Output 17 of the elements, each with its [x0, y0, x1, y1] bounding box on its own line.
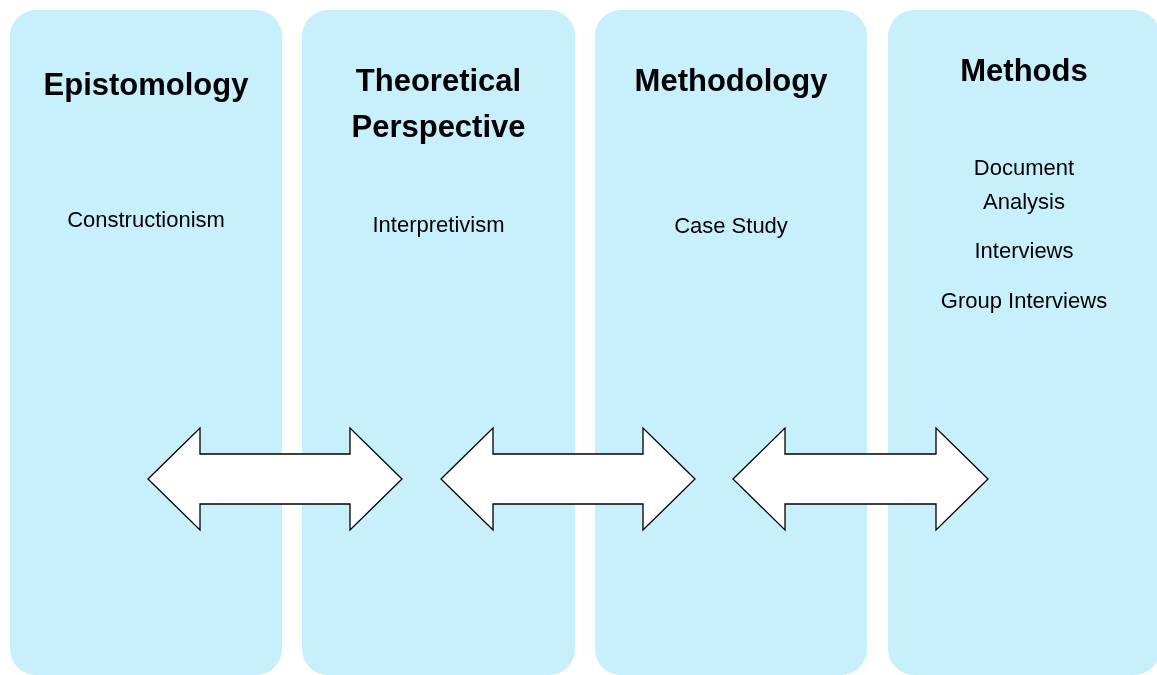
double-arrow [440, 426, 696, 532]
column-heading: Methods [959, 52, 1089, 90]
double-arrow [147, 426, 403, 532]
double-arrow [732, 426, 989, 532]
column-panel [302, 10, 575, 675]
column-item: Case Study [673, 212, 789, 240]
column-item: Constructionism [66, 206, 226, 234]
column-item: Interviews [973, 237, 1075, 265]
column-item: Group Interviews [939, 287, 1109, 315]
column-panel [10, 10, 282, 675]
column-item: Interpretivism [371, 211, 506, 239]
column-heading: Theoretical Perspective [350, 62, 527, 146]
column-panel [595, 10, 867, 675]
column-heading: Epistomology [42, 66, 250, 104]
column-item: Document Analysis [972, 154, 1076, 216]
column-heading: Methodology [633, 62, 829, 100]
column-panel [888, 10, 1157, 675]
